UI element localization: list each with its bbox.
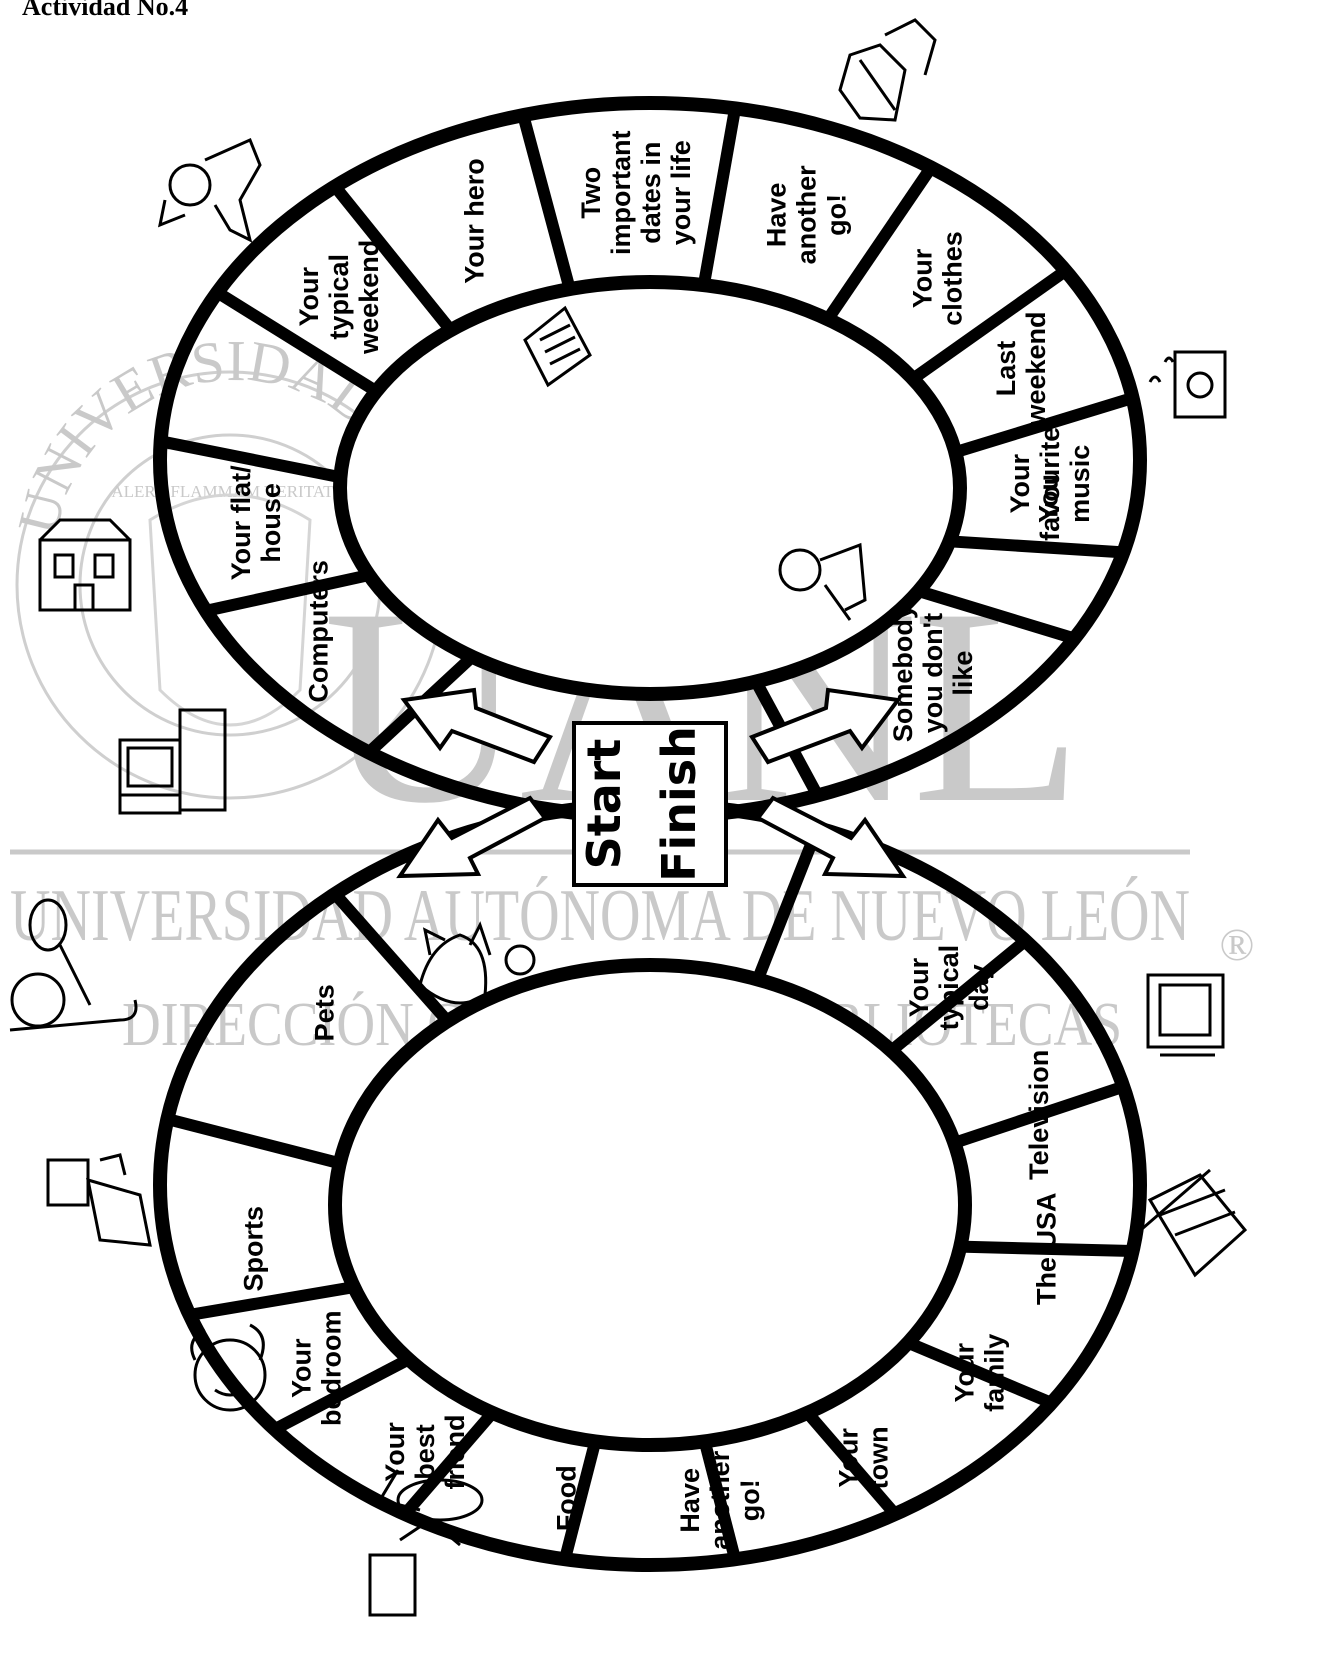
lower-loop-space-label: The USA <box>1031 1193 1061 1306</box>
space-label-line: your life <box>666 140 696 245</box>
space-label-line: Have <box>675 1468 705 1533</box>
space-label-line: friend <box>440 1414 470 1489</box>
space-label-line: important <box>606 130 636 255</box>
space-label-line: typical <box>934 945 964 1031</box>
space-label-line: typical <box>324 254 354 340</box>
space-label-line: Your <box>286 1338 316 1398</box>
activity-heading: Actividad No.4 <box>22 0 188 22</box>
television-icon <box>1148 975 1223 1055</box>
space-label-line: Two <box>576 167 606 219</box>
space-label-line: weekend <box>354 240 384 355</box>
space-label-line: Somebody <box>888 604 918 742</box>
space-label-line: day <box>964 964 994 1011</box>
space-label-line: dates in <box>636 142 666 244</box>
space-label-line: another <box>791 165 821 265</box>
space-label-line: Pets <box>309 984 339 1041</box>
superhero-icon <box>160 140 260 240</box>
space-label-line: best <box>410 1424 440 1480</box>
space-label-line: weekend <box>1021 311 1051 426</box>
space-label-line: Have <box>761 183 791 248</box>
upper-loop-space-label: Computers <box>303 560 333 703</box>
lower-loop-space-label: Yourfamily <box>950 1334 1010 1412</box>
lower-loop-space-label: Haveanothergo! <box>675 1450 765 1550</box>
music-player-icon <box>1150 352 1225 417</box>
space-label-line: Your hero <box>460 158 490 284</box>
space-label-line: town <box>863 1426 893 1489</box>
clothes-icon <box>840 20 935 120</box>
upper-loop-space-label: Twoimportantdates inyour life <box>576 130 696 255</box>
space-label-line: Your flat/ <box>226 465 256 580</box>
space-label-line: Sports <box>239 1206 269 1292</box>
lower-loop-divider <box>167 1119 339 1163</box>
lower-loop-inner-edge <box>335 965 965 1445</box>
space-label-line: like <box>948 651 978 696</box>
upper-loop-space-label: You <box>1034 474 1064 523</box>
space-label-line: Television <box>1024 1050 1054 1180</box>
space-label-line: The USA <box>1031 1193 1061 1306</box>
usa-flag-icon <box>1135 1170 1245 1275</box>
bed-icon <box>48 1155 150 1245</box>
space-label-line: family <box>980 1334 1010 1412</box>
space-label-line: go! <box>735 1479 765 1521</box>
space-label-line: Last <box>991 341 1021 397</box>
start-label: Start <box>577 739 631 870</box>
space-label-line: clothes <box>938 231 968 326</box>
space-label-line: Your <box>908 248 938 308</box>
lower-loop-space-label: Pets <box>309 984 339 1041</box>
watermark-registered: ® <box>1220 919 1255 970</box>
lower-loop-space-label: Yourtown <box>833 1426 893 1489</box>
space-label-line: Your <box>833 1428 863 1488</box>
lower-loop-space-label: Yourbedroom <box>286 1311 346 1427</box>
space-label-line: Food <box>551 1465 581 1531</box>
upper-loop-space-label: Yourtypicalweekend <box>294 240 384 355</box>
upper-loop-space-label: Haveanothergo! <box>761 165 851 265</box>
upper-loop-space-label: Lastweekend <box>991 311 1051 426</box>
upper-loop-inner-edge <box>340 282 960 694</box>
lower-loop-space-label: Food <box>551 1465 581 1531</box>
space-label-line: go! <box>821 194 851 236</box>
space-label-line: another <box>705 1450 735 1550</box>
upper-loop-space-label: Yourclothes <box>908 231 968 326</box>
space-label-line: Your <box>950 1343 980 1403</box>
space-label-line: house <box>256 483 286 563</box>
lower-loop-space-label: Sports <box>239 1206 269 1292</box>
upper-loop-divider <box>704 108 735 285</box>
space-label-line: music <box>1065 445 1095 523</box>
space-label-line: you don't <box>918 613 948 733</box>
upper-loop-space-label: Your hero <box>460 158 490 284</box>
space-label-line: Your <box>1005 454 1035 514</box>
space-label-line: Your <box>904 957 934 1017</box>
space-label-line: Your <box>294 267 324 327</box>
space-label-line: bedroom <box>316 1311 346 1427</box>
space-label-line: Computers <box>303 560 333 703</box>
upper-loop-divider <box>523 115 570 289</box>
space-label-line: You <box>1034 474 1064 523</box>
finish-label: Finish <box>652 726 706 882</box>
lower-loop-space-label: Television <box>1024 1050 1054 1180</box>
